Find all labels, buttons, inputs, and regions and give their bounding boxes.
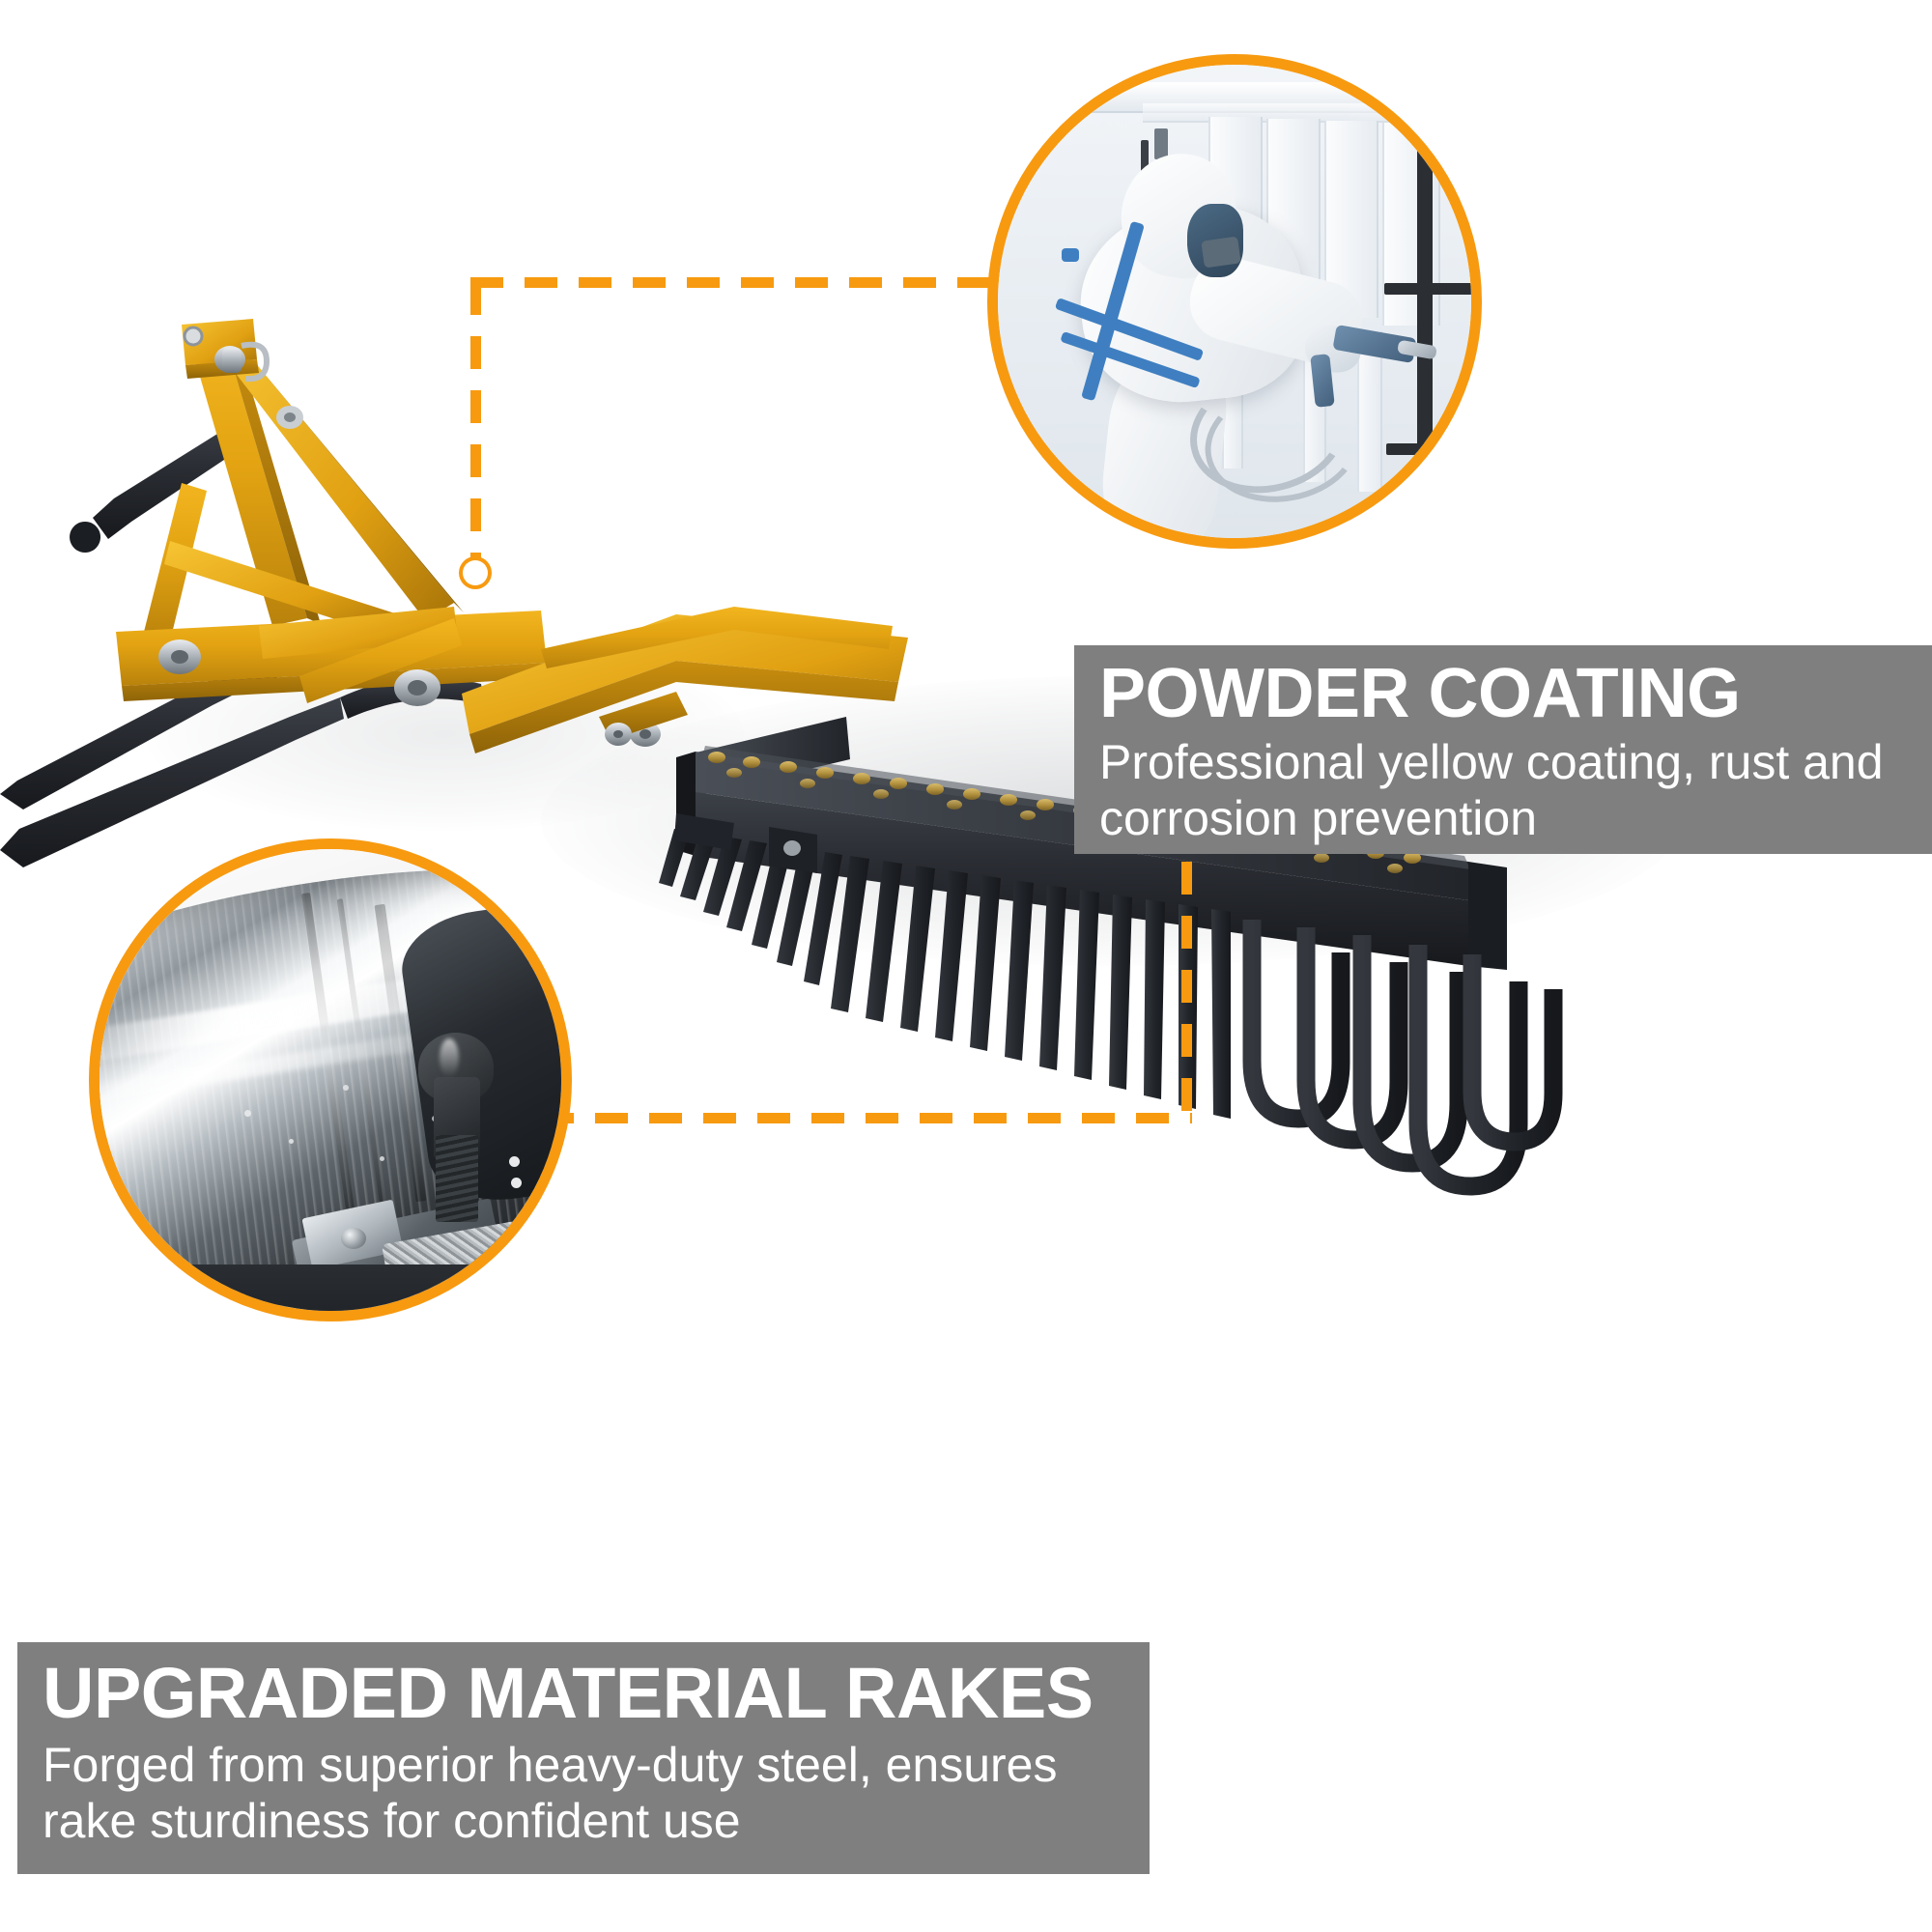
booth-dark-frame-lower [1386,443,1471,455]
worker-strap-shoulder-tab [1062,248,1079,262]
connector-dot-powder-product [463,560,488,585]
insert-screw [341,1228,366,1249]
machine-bolt-thread [436,1135,478,1222]
booth-dark-frame-horizontal [1384,283,1471,295]
powder-coating-subtitle: Professional yellow coating, rust and co… [1099,735,1884,845]
upgraded-material-subtitle: Forged from superior heavy-duty steel, e… [43,1738,1058,1848]
connector-line-material-vertical [1181,753,1192,1121]
bolt-highlight [440,1038,459,1077]
booth-wall-strip-3 [1357,331,1382,492]
powder-coating-title: POWDER COATING [1099,655,1741,732]
booth-wall-panel-3 [1324,121,1378,318]
upgraded-material-callout-banner: UPGRADED MATERIAL RAKES Forged from supe… [17,1642,1150,1874]
upgraded-material-photo-inset [89,838,572,1321]
respirator-cartridge [1201,236,1241,269]
powder-coating-callout-banner: POWDER COATING Professional yellow coati… [1074,645,1932,854]
coolant-droplet-2 [289,1139,294,1144]
booth-vent [1154,128,1168,159]
booth-dark-frame-vertical [1417,127,1433,513]
upgraded-material-title: UPGRADED MATERIAL RAKES [43,1653,1094,1733]
lathe-bed [99,1264,561,1311]
powder-coating-booth-photo [998,65,1471,538]
connector-line-material-horizontal [541,1113,1192,1123]
coolant-droplet-4 [380,1156,384,1161]
powder-coating-photo-inset [987,54,1482,549]
connector-line-powder-vertical [470,282,481,572]
coolant-droplet-1 [244,1110,251,1117]
machine-reflection-dot-2 [511,1178,522,1188]
coolant-droplet-3 [343,1085,349,1091]
booth-hanger-bar [1141,140,1149,179]
metal-lathe-machining-photo [99,849,561,1311]
connector-line-powder-horizontal [470,277,992,288]
machine-reflection-dot-1 [509,1156,520,1167]
